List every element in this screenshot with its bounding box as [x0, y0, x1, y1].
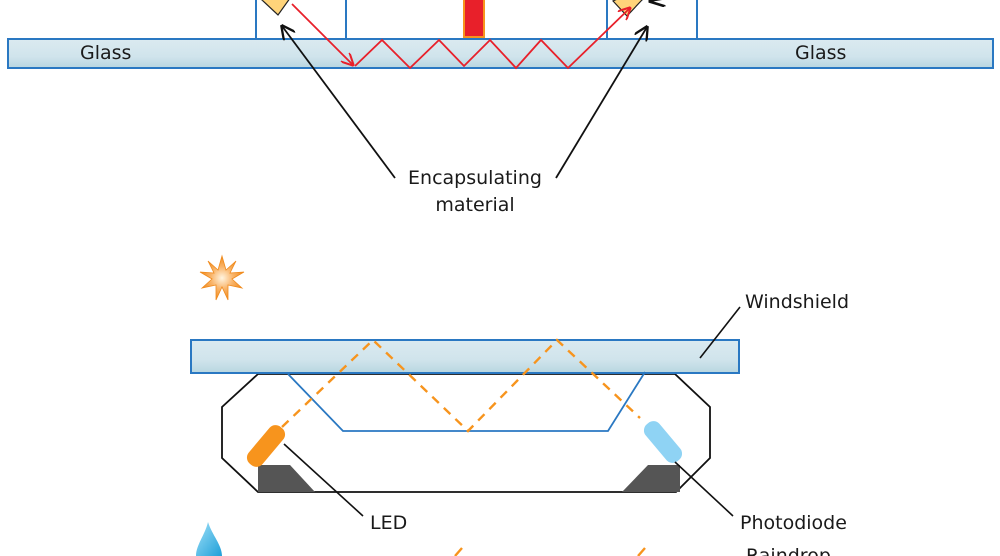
light-path-zigzag — [354, 8, 630, 70]
light-path-in — [291, 3, 353, 65]
windshield — [190, 339, 740, 374]
encapsulating-label-line2: material — [435, 194, 514, 216]
prism-lens — [287, 371, 646, 432]
photodiode-label: Photodiode — [740, 512, 847, 534]
glass-plate — [7, 38, 994, 69]
photodiode — [643, 421, 683, 463]
photodiode-leader — [674, 461, 734, 517]
sun-icon — [199, 254, 245, 301]
encapsulating-arrow-right — [555, 27, 647, 179]
top-diagram: Glass Glass Encapsulating material — [7, 0, 994, 216]
windshield-label: Windshield — [745, 291, 849, 313]
bottom-diagram: Windshield LED Photodiode Raindrop — [190, 254, 849, 556]
led — [246, 425, 286, 467]
light-path-dashed — [281, 338, 641, 433]
right-incoming-arrow — [650, 0, 668, 1]
photodiode-mount — [622, 465, 680, 492]
glass-left-label: Glass — [80, 42, 131, 64]
encapsulating-label-line1: Encapsulating — [408, 167, 542, 189]
led-mount — [258, 465, 315, 492]
glass-right-label: Glass — [795, 42, 846, 64]
led-label: LED — [370, 512, 407, 534]
center-element — [463, 0, 485, 38]
windshield-leader — [699, 306, 741, 359]
bottom-light-arrow-right — [637, 547, 646, 556]
raindrop-label: Raindrop — [746, 545, 831, 556]
led-leader — [283, 443, 364, 517]
raindrop-icon — [196, 522, 222, 556]
encapsulating-arrow-left — [282, 26, 396, 179]
bottom-light-arrow-left — [454, 547, 463, 556]
left-optical-element — [261, 0, 290, 16]
